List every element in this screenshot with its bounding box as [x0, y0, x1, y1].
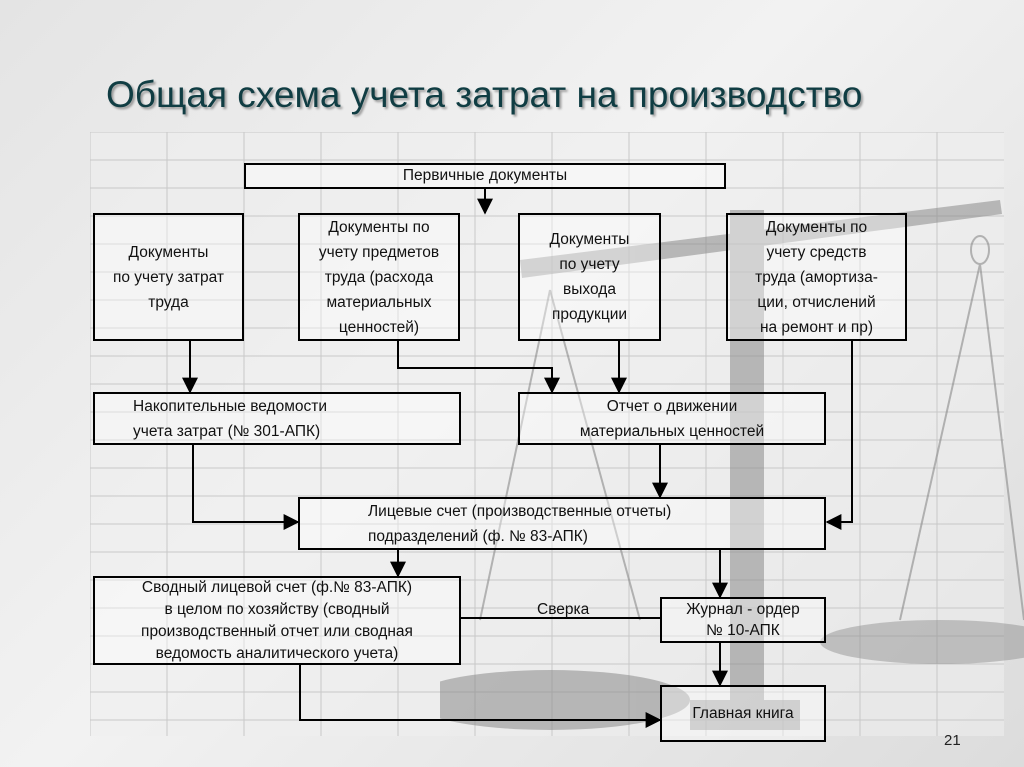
slide-title: Общая схема учета затрат на производство [106, 74, 863, 115]
box-material-movement-report: Отчет о движении материальных ценностей [518, 392, 826, 445]
box-fixed-assets-documents: Документы по учету средств труда (аморти… [726, 213, 907, 341]
box-personal-account: Лицевые счет (производственные отчеты) п… [298, 497, 826, 550]
box-labor-documents: Документы по учету затрат труда [93, 213, 244, 341]
box-summary-account: Сводный лицевой счет (ф.№ 83-АПК) в цело… [93, 576, 461, 665]
box-materials-documents: Документы по учету предметов труда (расх… [298, 213, 460, 341]
box-journal-order: Журнал - ордер № 10-АПК [660, 597, 826, 643]
box-output-documents: Документы по учету выхода продукции [518, 213, 661, 341]
arrow-materials-to-movement [397, 341, 560, 394]
reconciliation-label: Сверка [537, 601, 590, 618]
arrow-fixed-to-personal [825, 341, 853, 530]
box-general-ledger: Главная книга [660, 685, 826, 742]
box-accumulative-statements: Накопительные ведомости учета затрат (№ … [93, 392, 461, 445]
arrow-accumulative-to-personal [192, 445, 300, 530]
arrow-summary-to-ledger [299, 665, 662, 728]
page-number: 21 [944, 732, 961, 749]
scales-illustration [440, 200, 1024, 730]
box-primary-documents: Первичные документы [244, 163, 726, 189]
